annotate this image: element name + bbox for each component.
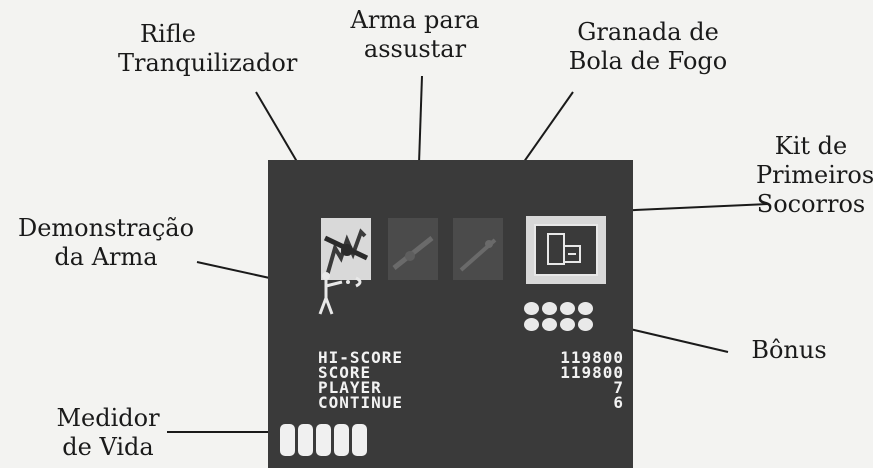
bonus-orb-icon bbox=[560, 302, 575, 315]
bonus-orb-icon bbox=[542, 318, 557, 331]
label-weapon-demo: Demonstração da Arma bbox=[17, 214, 195, 271]
life-pip-icon bbox=[316, 424, 331, 456]
weapon-slot-fireball bbox=[453, 218, 503, 280]
life-pip-icon bbox=[334, 424, 349, 456]
first-aid-kit-icon bbox=[547, 233, 581, 265]
bonus-orb-icon bbox=[542, 302, 557, 315]
bonus-orb-icon bbox=[524, 302, 539, 315]
label-rifle: Rifle Tranquilizador bbox=[118, 20, 298, 77]
player-sprite-icon bbox=[318, 272, 362, 315]
life-pip-icon bbox=[352, 424, 367, 456]
label-scare-gun: Arma para assustar bbox=[350, 6, 480, 63]
weapon-demo-area bbox=[312, 270, 372, 318]
life-pip-icon bbox=[298, 424, 313, 456]
label-fireball-grenade: Granada de Bola de Fogo bbox=[568, 18, 728, 75]
bonus-display bbox=[520, 300, 610, 336]
bonus-orb-icon bbox=[578, 302, 593, 315]
bonus-orb-icon bbox=[560, 318, 575, 331]
stat-row-continue: CONTINUE 6 bbox=[318, 393, 624, 412]
stat-row-score: SCORE 119800 bbox=[318, 363, 624, 382]
stat-row-hi-score: HI-SCORE 119800 bbox=[318, 348, 624, 367]
weapon-slot-scare-gun bbox=[388, 218, 438, 280]
stat-row-player: PLAYER 7 bbox=[318, 378, 624, 397]
scare-gun-icon bbox=[392, 236, 434, 270]
fireball-grenade-icon bbox=[459, 238, 497, 272]
bonus-orb-icon bbox=[578, 318, 593, 331]
weapon-slot-rifle bbox=[321, 218, 371, 280]
label-bonus: Bônus bbox=[751, 336, 827, 364]
first-aid-kit-box bbox=[526, 216, 606, 284]
bonus-orb-icon bbox=[524, 318, 539, 331]
life-meter bbox=[280, 424, 367, 456]
score-panel: HI-SCORE 119800 SCORE 119800 PLAYER 7 CO… bbox=[318, 348, 624, 412]
life-pip-icon bbox=[280, 424, 295, 456]
label-life-meter: Medidor de Vida bbox=[56, 404, 160, 461]
label-first-aid-kit: Kit de Primeiros Socorros bbox=[756, 132, 873, 218]
tranquilizer-rifle-icon bbox=[323, 228, 369, 277]
game-screen: HI-SCORE 119800 SCORE 119800 PLAYER 7 CO… bbox=[268, 160, 633, 468]
